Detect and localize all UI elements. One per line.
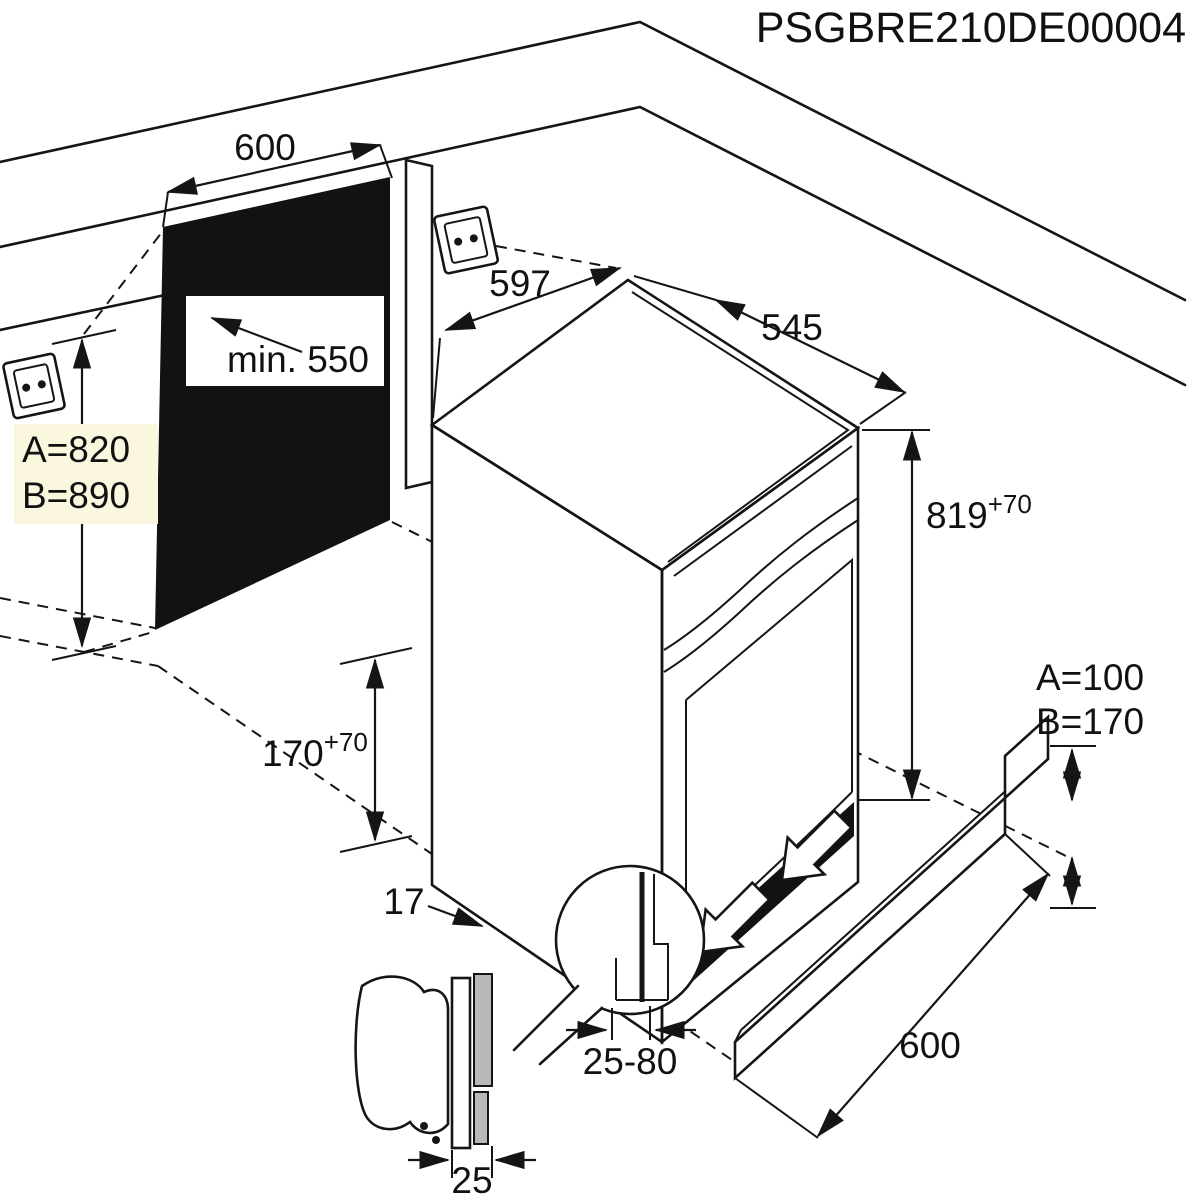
detail-step-lines	[615, 874, 669, 1001]
socket-pin-right	[469, 234, 478, 243]
floor-line-to-plinth	[391, 521, 1071, 859]
appliance-height-label: 819+70	[926, 489, 1032, 536]
niche-width-label: 600	[234, 127, 296, 168]
wall-socket-left	[2, 352, 66, 420]
socket-inner	[12, 363, 56, 409]
ext-left	[633, 275, 717, 301]
niche-depth-label-bg	[186, 296, 384, 386]
worktop-front-edge	[0, 105, 1187, 387]
niche-depth-arrow	[210, 316, 303, 354]
door-break-wave-2	[663, 519, 859, 673]
tick-bottom	[51, 645, 117, 661]
plinth-panel: 600 A=100 B=170	[733, 657, 1144, 1139]
worktop-underside-edge	[0, 293, 167, 332]
plinth-height-label-a: A=100	[1036, 657, 1144, 698]
bracket-width-label: 25	[451, 1160, 492, 1200]
niche-width-dimension: 600	[162, 127, 393, 228]
socket-outer	[2, 352, 66, 420]
plinth-height-label-b: B=170	[1036, 701, 1144, 742]
bracket-width-dimension: 25	[408, 1146, 536, 1200]
socket-pin-left	[22, 383, 31, 392]
appliance-depth-dimension: 545	[633, 275, 907, 425]
socket-inner	[443, 216, 489, 264]
callout-mask	[516, 986, 602, 1058]
appliance-depth-arrow	[714, 299, 906, 393]
ext-right	[859, 391, 907, 425]
door-break-wave-1	[663, 497, 859, 651]
worktop-top-edge	[0, 20, 1187, 302]
niche-height-dimension: A=820 B=890	[14, 329, 158, 661]
door-top-inner-line	[673, 445, 853, 577]
side-gap-dimension: 17	[383, 881, 484, 928]
appliance-width-label: 597	[489, 263, 551, 304]
bracket-bar-white	[450, 976, 472, 1150]
plinth-length-arrow	[816, 872, 1050, 1138]
vent-gap-label: 170+70	[262, 727, 368, 774]
appliance-height-dimension: 819+70	[858, 429, 1032, 801]
bracket-detail: 25	[354, 973, 536, 1200]
niche-opening	[155, 177, 390, 630]
ext-right	[379, 144, 393, 179]
plinth-length-label: 600	[899, 1025, 961, 1066]
installation-arrows	[698, 808, 854, 954]
plinth-height-dimension: A=100 B=170	[1036, 657, 1144, 909]
bracket-bar-gray	[473, 973, 493, 1087]
side-gap-arrow	[427, 904, 484, 928]
socket-cable-dashed	[495, 245, 617, 269]
vent-gap-dimension: 170+70	[262, 647, 413, 853]
callout-tail-line-1	[512, 984, 580, 1052]
wall-socket-rear	[433, 205, 499, 275]
tick-bottom	[339, 835, 413, 853]
detail-circle: 25-80	[512, 864, 706, 1082]
niche-height-label-a: A=820	[22, 429, 130, 470]
ext-left	[432, 337, 441, 419]
side-gap-label: 17	[383, 881, 424, 922]
bracket-screw-2	[432, 1136, 440, 1144]
block-arrow-1	[698, 880, 772, 954]
tick-top	[339, 647, 413, 665]
ext-left	[162, 191, 169, 228]
appliance-top-inner-edge	[631, 291, 850, 563]
niche-height-ext-bottom	[83, 631, 154, 653]
bracket-screw-1	[420, 1122, 428, 1130]
niche-height-label-b: B=890	[22, 475, 130, 516]
worktop-lines	[0, 20, 1187, 387]
plinth-end-tab	[1003, 714, 1050, 801]
diagram-code: PSGBRE210DE00004	[756, 4, 1186, 52]
callout-tail-line-2	[538, 1006, 604, 1066]
niche-height-label-bg	[14, 424, 158, 524]
niche-height-ext-top	[83, 231, 163, 335]
socket-pin-right	[37, 380, 46, 389]
niche-width-arrow	[165, 142, 383, 195]
appliance-depth-label: 545	[761, 307, 823, 348]
bracket-body	[354, 975, 450, 1135]
appliance-body-fill	[432, 280, 858, 1042]
niche-depth-dimension: min. 550	[186, 296, 384, 386]
niche-depth-label: min. 550	[227, 339, 369, 380]
plinth-recess-label: 25-80	[583, 1041, 678, 1082]
ext-right	[1004, 833, 1051, 877]
socket-pin-left	[454, 237, 463, 246]
appliance-width-dimension: 597	[432, 263, 622, 419]
floor-line-front	[0, 635, 159, 667]
ext-left	[734, 1077, 819, 1139]
floor-line-back	[0, 597, 156, 629]
plinth-length-dimension: 600	[734, 833, 1051, 1139]
appliance-width-arrow	[444, 266, 622, 332]
tick-top	[51, 329, 117, 345]
bracket-bar-gray-lower	[473, 1091, 489, 1145]
cabinet-side-panel	[404, 158, 434, 490]
plinth-recess-dimension: 25-80	[566, 1006, 696, 1082]
